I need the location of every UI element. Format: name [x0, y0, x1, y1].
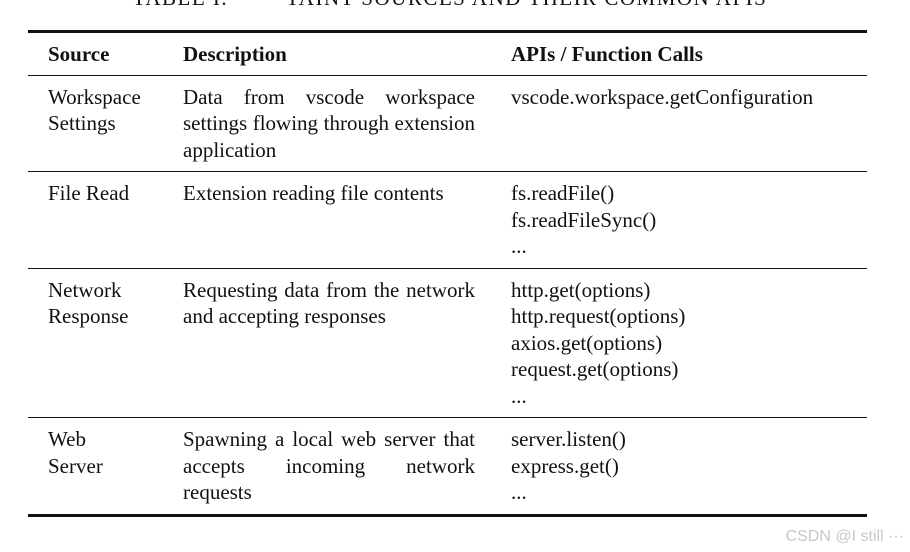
table-row: Network Response Requesting data from th…	[28, 268, 867, 418]
row-source: File Read	[28, 172, 163, 269]
source-line: Settings	[48, 111, 116, 135]
row-description: Requesting data from the net­work and ac…	[183, 277, 475, 329]
table-header: Source Description APIs / Function Calls	[28, 31, 867, 75]
api-call: http.get(options)	[511, 277, 651, 302]
table-number: TABLE I.	[133, 0, 228, 10]
api-call: vscode.workspace.getConfiguration	[511, 84, 814, 109]
source-line: Workspace	[48, 84, 141, 109]
table-row: Web Server Spawning a local web server t…	[28, 418, 867, 516]
source-line: Web	[48, 427, 86, 451]
row-apis: fs.readFile() fs.readFileSync() ...	[491, 172, 867, 269]
table-title: TAINT SOURCES AND THEIR COMMON APIS	[286, 0, 767, 10]
api-call: express.get()	[511, 453, 619, 478]
api-call: axios.get(options)	[511, 330, 663, 355]
api-call: ...	[511, 383, 527, 408]
api-call: fs.readFileSync()	[511, 207, 657, 232]
row-description: Spawning a local web server that accepts…	[183, 427, 475, 504]
table-caption: TABLE I. TAINT SOURCES AND THEIR COMMON A…	[0, 0, 900, 11]
table-row: File Read Extension reading file content…	[28, 172, 867, 269]
row-description: Extension reading file contents	[183, 181, 444, 205]
table: Source Description APIs / Function Calls…	[28, 30, 867, 517]
api-call: ...	[511, 480, 527, 504]
row-source: Workspace Settings	[28, 75, 163, 172]
taint-sources-table: Source Description APIs / Function Calls…	[28, 30, 867, 517]
api-call: ...	[511, 234, 527, 258]
row-source: Network Response	[28, 268, 163, 418]
row-apis: server.listen() express.get() ...	[491, 418, 867, 516]
row-apis: http.get(options) http.request(options) …	[491, 268, 867, 418]
api-call: request.get(options)	[511, 357, 679, 381]
header-source: Source	[48, 42, 110, 66]
row-apis: vscode.workspace.getConfiguration	[491, 75, 867, 172]
source-line: Response	[48, 304, 129, 328]
row-description: Data from vscode workspace settings flow…	[183, 84, 475, 162]
table-body: Workspace Settings Data from vscode work…	[28, 75, 867, 515]
source-line: Server	[48, 453, 103, 478]
source-line: File Read	[48, 181, 130, 205]
row-source: Web Server	[28, 418, 163, 516]
header-apis: APIs / Function Calls	[511, 42, 703, 66]
watermark: CSDN @I still ···	[785, 528, 904, 545]
api-call: fs.readFile()	[511, 181, 615, 205]
api-call: server.listen()	[511, 427, 626, 451]
api-call: http.request(options)	[511, 304, 686, 328]
header-row: Source Description APIs / Function Calls	[28, 31, 867, 75]
header-description: Description	[183, 42, 287, 66]
source-line: Network	[48, 277, 122, 302]
table-row: Workspace Settings Data from vscode work…	[28, 75, 867, 172]
